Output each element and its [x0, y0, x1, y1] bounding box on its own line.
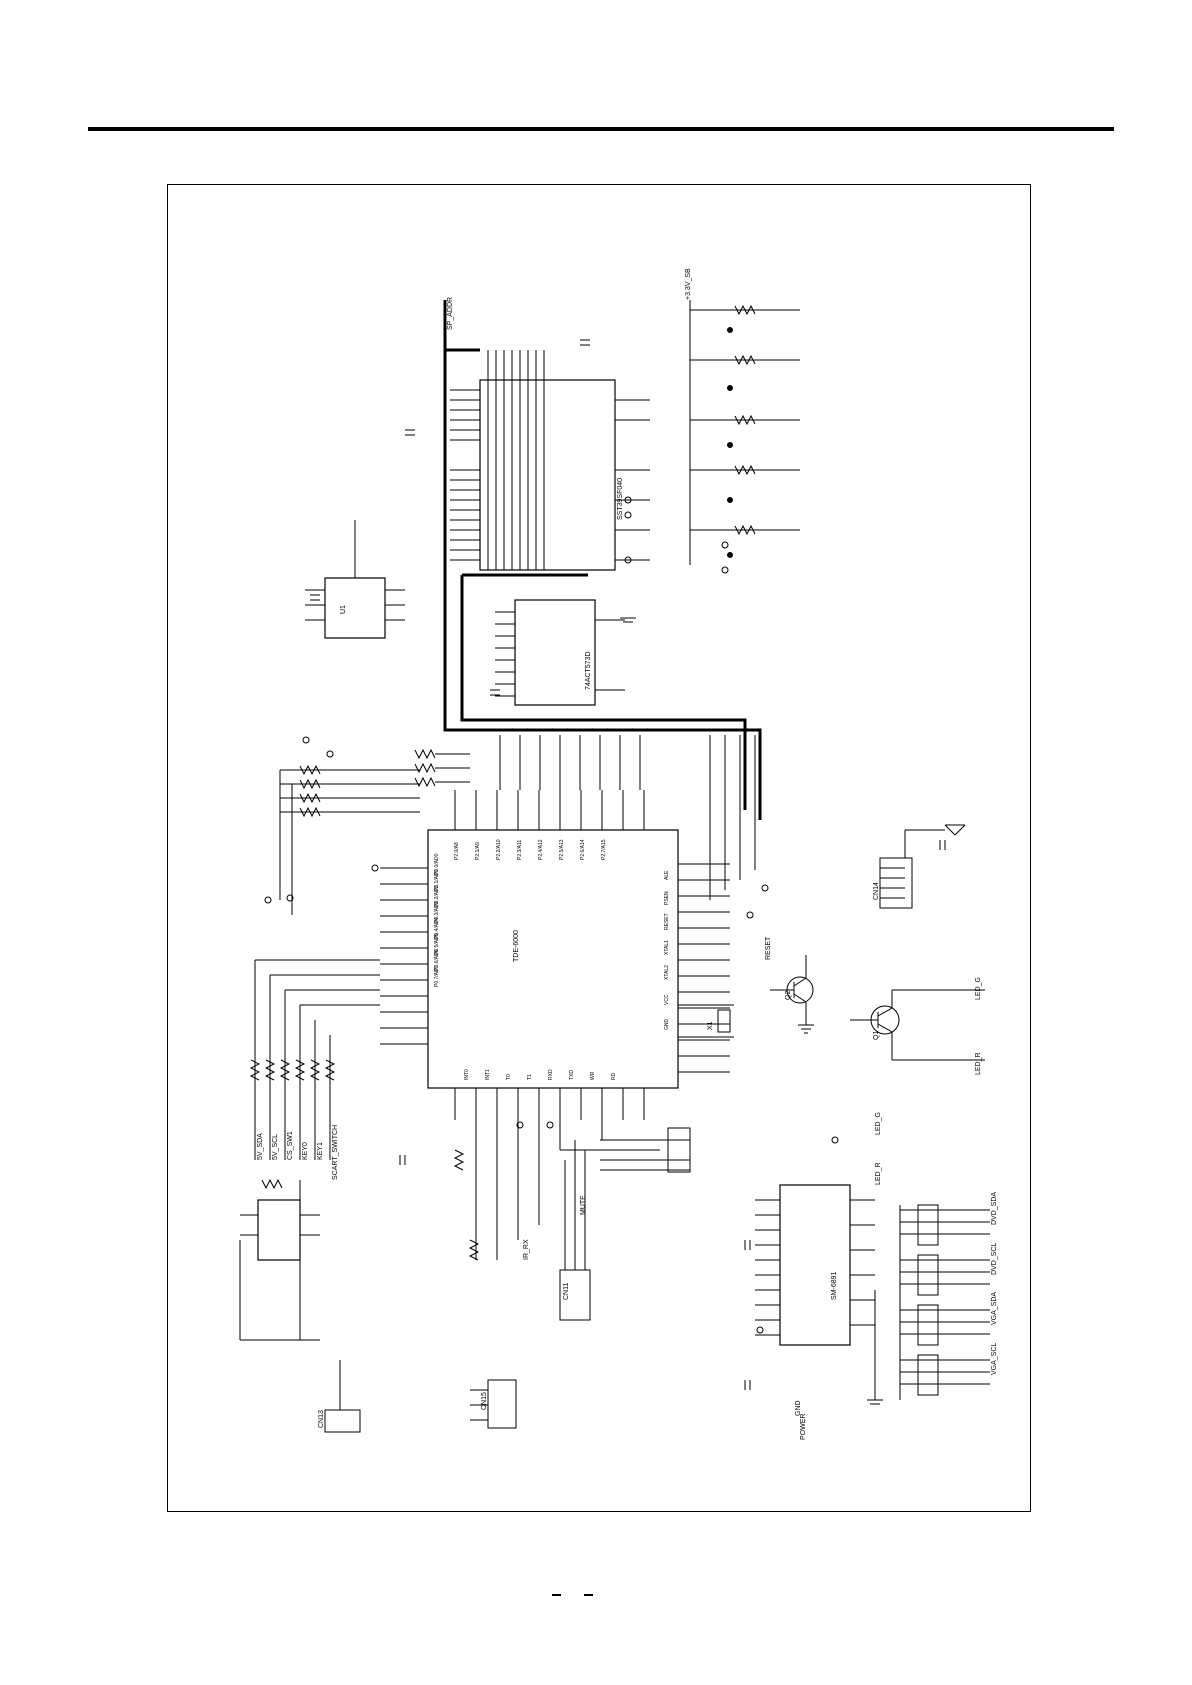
- pin-label: ALE: [664, 870, 670, 880]
- flash-label: SST39SF040: [617, 478, 624, 520]
- pin-label: WR: [590, 1071, 596, 1080]
- mcu-right-pins: [678, 863, 730, 1073]
- cn14-label: CN14: [873, 882, 880, 900]
- latch-ic: [495, 599, 625, 706]
- pin-label: PSEN: [664, 891, 670, 905]
- net-label: DVD_SDA: [991, 1192, 998, 1225]
- net-label: LED_R: [875, 1162, 882, 1185]
- vcc-label: +3.3V_SB: [685, 268, 692, 300]
- crystal-label: X1: [707, 1021, 714, 1030]
- eeprom-ic: [305, 520, 405, 639]
- pin-label: P2.7/A15: [601, 839, 607, 860]
- net-label: CS_SW1: [287, 1131, 294, 1160]
- net-label: DVD_SCL: [991, 1243, 998, 1275]
- page-number-marks: [548, 1590, 608, 1602]
- q2-label: Q2: [785, 991, 792, 1000]
- q1-transistor: [850, 989, 985, 1061]
- power-ic: [239, 1178, 320, 1341]
- pin-label: INT1: [485, 1069, 491, 1080]
- usb-ic: [755, 1184, 876, 1400]
- pin-label: P2.1/A9: [475, 842, 481, 860]
- pin-label: XTAL1: [664, 940, 670, 955]
- net-label: KEY0: [302, 1142, 309, 1160]
- usb-ic-label: SM-6891: [831, 1271, 838, 1300]
- mcu-top-pins: [454, 790, 645, 830]
- latch-label: 74ACT573D: [585, 651, 592, 690]
- pin-label: T1: [527, 1074, 533, 1080]
- connector-cn14: [879, 829, 945, 909]
- main-mcu: [380, 790, 730, 1120]
- net-label: 5V_SCL: [272, 1134, 279, 1160]
- page-mark-right: [584, 1594, 593, 1596]
- net-label: RESET: [765, 936, 772, 960]
- led-r-label: LED_R: [975, 1052, 982, 1075]
- pin-label: P0.1/AD1: [434, 869, 440, 891]
- pin-label: P0.6/AD6: [434, 949, 440, 971]
- pin-label: T0: [506, 1074, 512, 1080]
- header-rule: [88, 127, 1114, 131]
- pin-label: RESET: [664, 913, 670, 930]
- flash-ic: [450, 379, 650, 571]
- pin-label: P0.4/AD4: [434, 917, 440, 939]
- pullup-resistors: [279, 748, 470, 915]
- cn11-label: CN11: [563, 1283, 570, 1300]
- pin-label: P2.3/A11: [517, 840, 523, 860]
- pin-label: P2.0/A8: [454, 842, 460, 860]
- q1-label: Q1: [873, 1031, 880, 1040]
- pin-label: P0.2/AD2: [434, 885, 440, 907]
- bottom-signal-wires: [453, 1120, 691, 1261]
- pin-label: P2.4/A12: [538, 839, 544, 860]
- mcu-bottom-pins: [454, 1088, 645, 1120]
- eeprom-label: U1: [340, 605, 347, 614]
- q2-transistor: [770, 955, 814, 1025]
- net-label: VGA_SCL: [991, 1343, 998, 1375]
- right-pullups: [689, 300, 800, 565]
- net-label: MUTE: [580, 1195, 587, 1215]
- pin-label: P2.6/A14: [580, 839, 586, 860]
- net-label: LED_G: [875, 1112, 882, 1135]
- pin-label: XTAL2: [664, 965, 670, 980]
- pin-label: VCC: [664, 994, 670, 1005]
- address-bus: [443, 300, 762, 820]
- page-mark-left: [552, 1594, 561, 1596]
- cn15-label: CN15: [481, 1392, 488, 1410]
- led-g-label: LED_G: [975, 977, 982, 1000]
- pin-label: RXD: [548, 1069, 554, 1080]
- bus-rails: [487, 350, 756, 900]
- connector-resistor-arrays: [899, 1204, 990, 1400]
- net-label: VGA_SDA: [991, 1292, 998, 1325]
- pin-label: GND: [664, 1019, 670, 1031]
- connector-cn11: [559, 1140, 591, 1321]
- pin-label: P0.0/AD0: [434, 853, 440, 875]
- cn13-label: CN13: [318, 1410, 325, 1428]
- pin-label: P2.5/A13: [559, 839, 565, 860]
- capacitors: [310, 339, 946, 1390]
- pin-label: P0.3/AD3: [434, 901, 440, 923]
- crystal: [678, 1004, 734, 1038]
- pin-label: RD: [611, 1072, 617, 1080]
- net-label: IR_RX: [523, 1239, 530, 1260]
- bus-label: SP_ADDR: [447, 297, 454, 330]
- net-label: KEY1: [317, 1142, 324, 1160]
- gnd-label: GND: [795, 1400, 802, 1416]
- mcu-left-pins: [380, 867, 428, 1045]
- net-label: 5V_SDA: [257, 1133, 264, 1160]
- pin-label: P0.7/AD7: [434, 965, 440, 987]
- connector-cn15: [470, 1379, 517, 1429]
- net-label: SCART_SWITCH: [332, 1125, 339, 1180]
- schematic-frame: [167, 184, 1031, 1512]
- test-points: [264, 496, 839, 1334]
- pin-label: P2.2/A10: [496, 839, 502, 860]
- pin-label: INT0: [464, 1069, 470, 1080]
- net-label: POWER: [800, 1414, 807, 1440]
- connector-cn13: [324, 1360, 361, 1433]
- left-signal-wires: [249, 959, 380, 1160]
- ground-symbols: [620, 617, 966, 1405]
- main-ic-label: TDE-6000: [513, 930, 520, 962]
- pin-label: P0.5/AD5: [434, 933, 440, 955]
- pin-label: TXD: [569, 1070, 575, 1080]
